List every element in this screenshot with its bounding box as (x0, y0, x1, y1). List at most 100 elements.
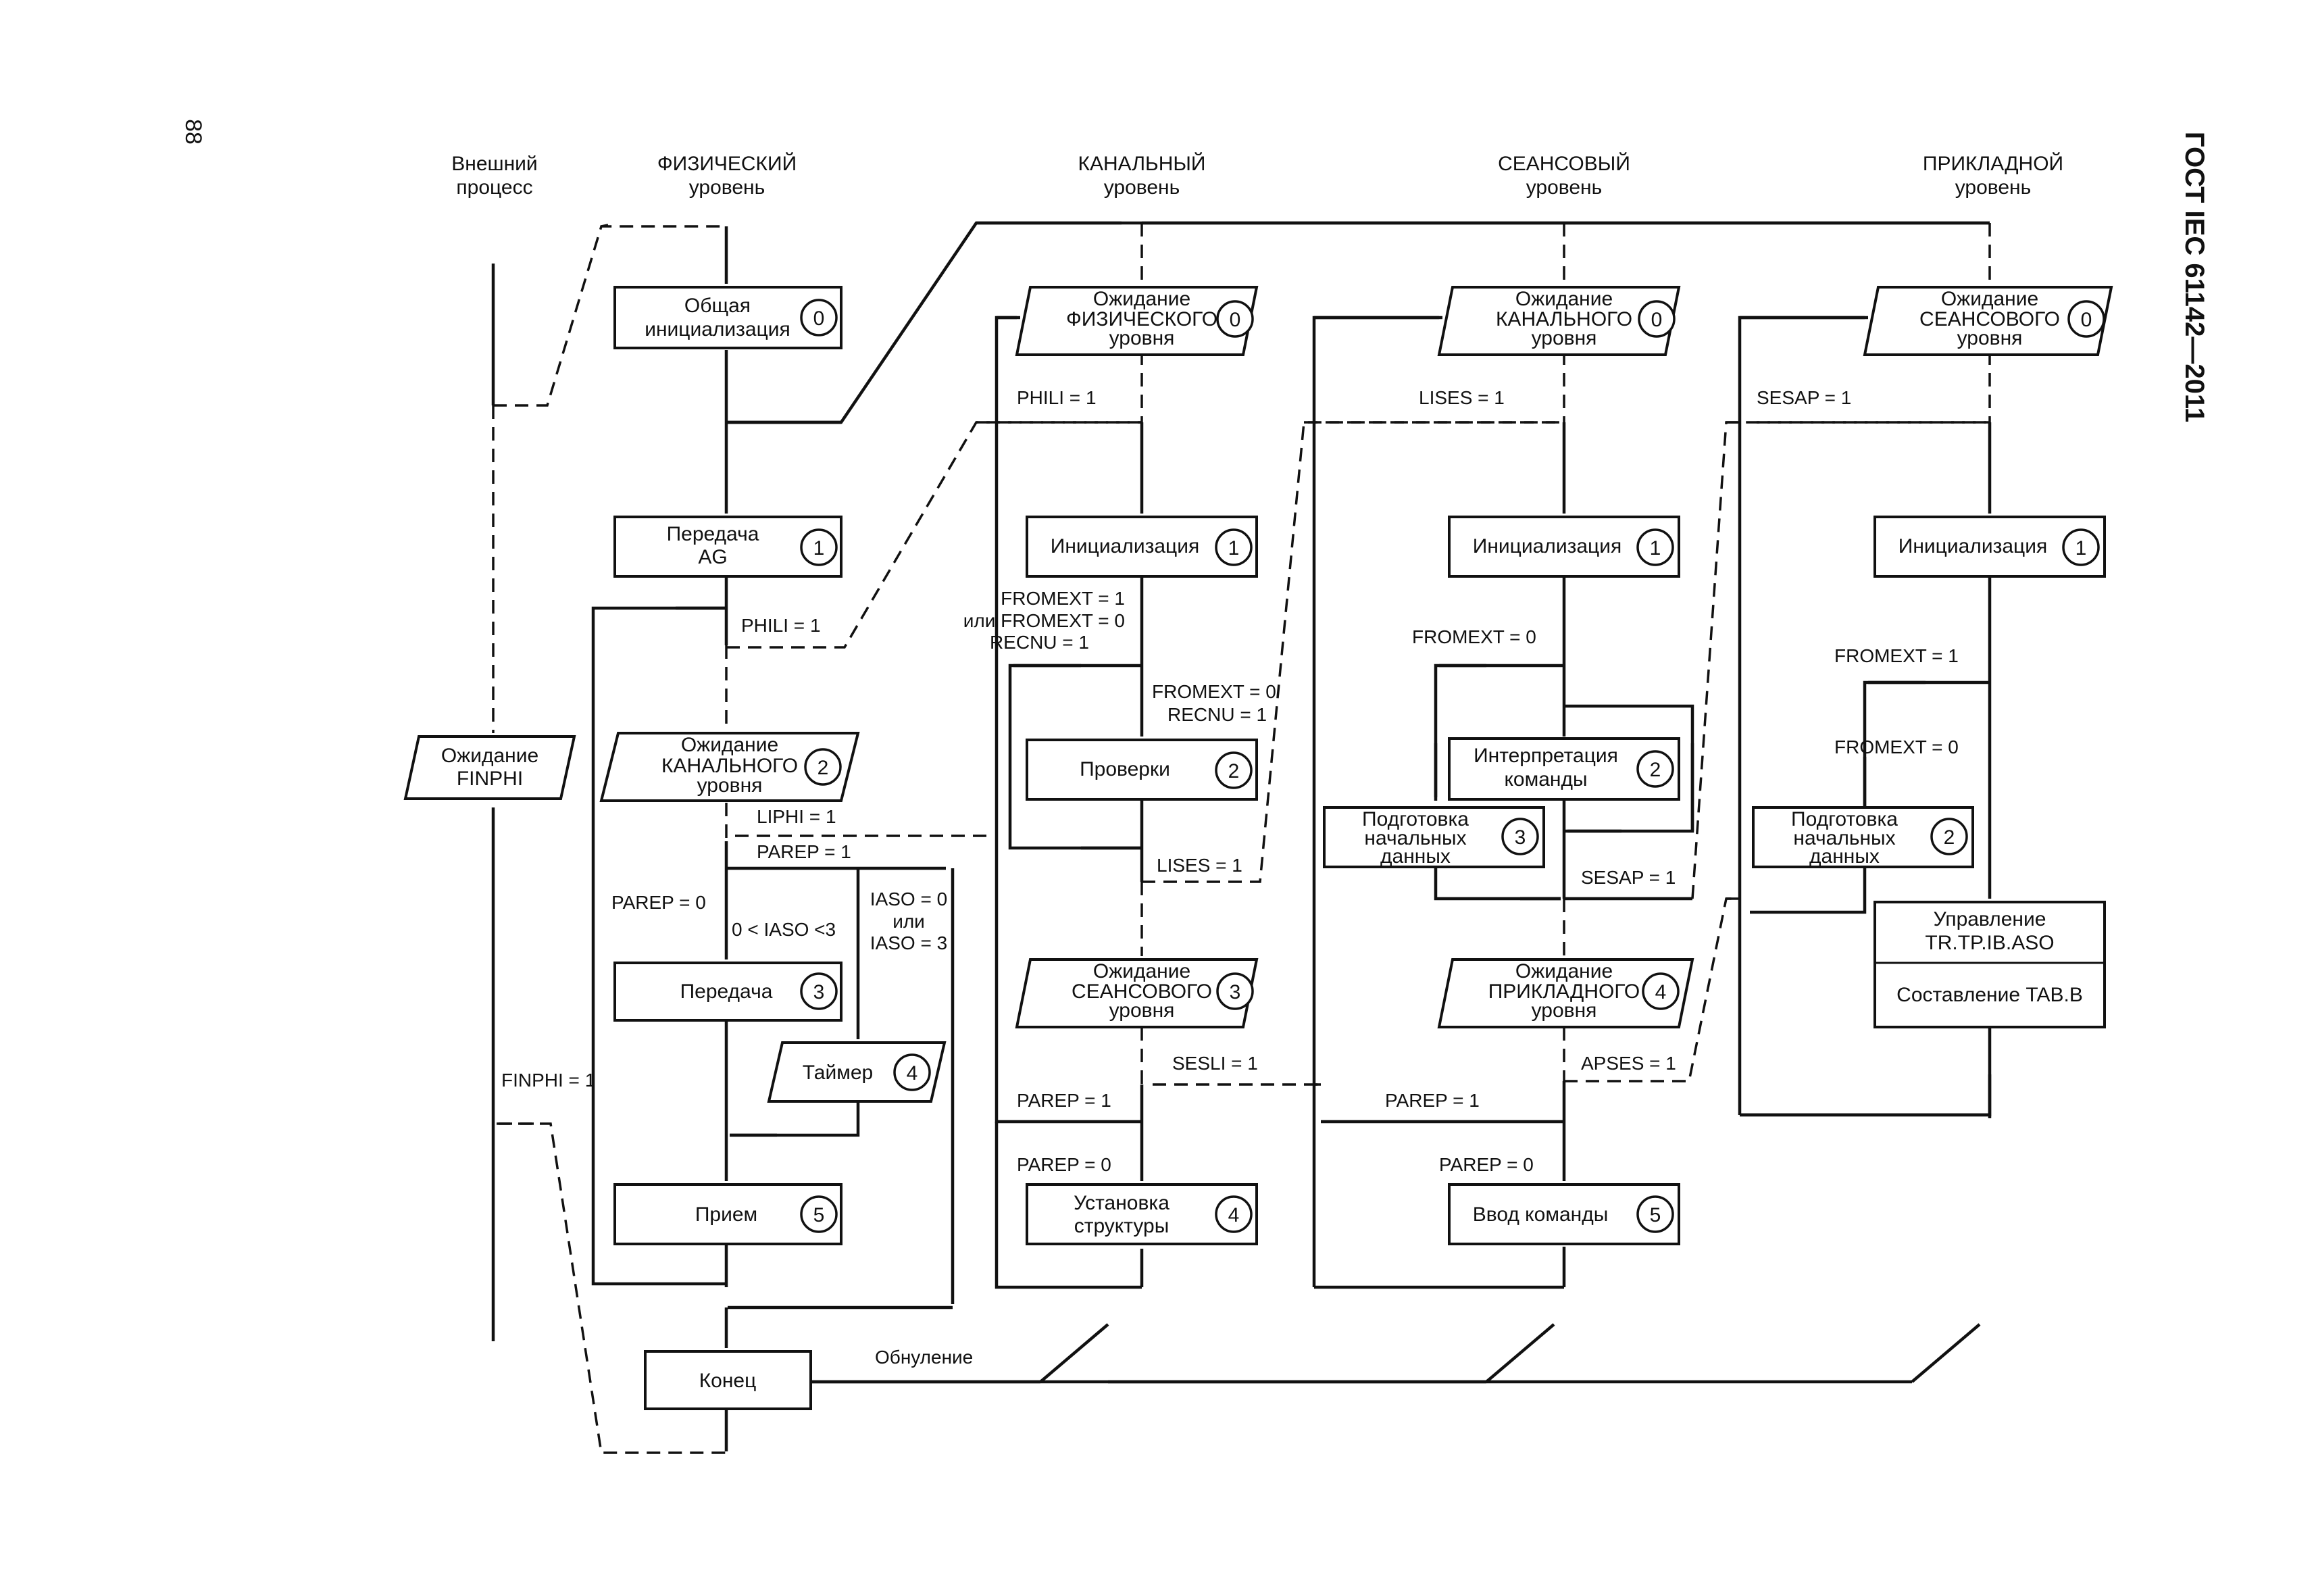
physical-init-box: Общая инициализация 0 (613, 286, 842, 349)
svg-text:уровня: уровня (1109, 327, 1175, 349)
header-application: ПРИКЛАДНОЙ уровень (1923, 152, 2063, 199)
session-wait-app-box: Ожидание ПРИКЛАДНОГО уровня 4 (1437, 958, 1694, 1028)
link-wait-session-box: Ожидание СЕАНСОВОГО уровня 3 (1015, 958, 1259, 1028)
link-parep1-label: PAREP = 1 (1017, 1090, 1111, 1111)
svg-text:Ожидание: Ожидание (1941, 288, 2038, 310)
app-prep-box: Подготовка начальных данных 2 (1752, 806, 1974, 868)
app-control-box: Управление TR.TP.IB.ASO Составление TAB.… (1873, 901, 2106, 1028)
svg-text:Передача: Передача (680, 980, 773, 1003)
svg-text:СЕАНСОВОГО: СЕАНСОВОГО (1072, 980, 1212, 1003)
svg-text:ПРИКЛАДНОЙ: ПРИКЛАДНОЙ (1923, 152, 2063, 175)
svg-text:1: 1 (813, 537, 825, 559)
page-number: 88 (180, 119, 206, 145)
session-input-box: Ввод команды 5 (1448, 1183, 1680, 1245)
session-parep1-label: PAREP = 1 (1385, 1090, 1480, 1111)
svg-text:RECNU = 1: RECNU = 1 (1167, 704, 1267, 725)
svg-text:уровень: уровень (689, 176, 765, 199)
app-fromext0-label: FROMEXT = 0 (1834, 737, 1959, 757)
svg-text:ФИЗИЧЕСКОГО: ФИЗИЧЕСКОГО (1066, 308, 1217, 330)
svg-text:Таймер: Таймер (803, 1062, 873, 1084)
application-flow-lines (1726, 223, 1992, 1118)
svg-text:Ожидание: Ожидание (441, 745, 538, 767)
physical-wait-link-box: Ожидание КАНАЛЬНОГО уровня 2 (599, 732, 860, 802)
svg-text:уровня: уровня (1532, 327, 1597, 349)
svg-text:Проверки: Проверки (1080, 758, 1170, 780)
physical-receive-box: Прием 5 (613, 1183, 842, 1245)
session-lises-label: LISES = 1 (1419, 387, 1505, 408)
physical-phili-label: PHILI = 1 (741, 615, 821, 636)
svg-text:СЕАНСОВЫЙ: СЕАНСОВЫЙ (1498, 152, 1630, 175)
svg-text:КАНАЛЬНЫЙ: КАНАЛЬНЫЙ (1078, 152, 1206, 175)
svg-text:2: 2 (1650, 759, 1661, 781)
header-external: Внешний процесс (451, 153, 537, 199)
svg-text:начальных: начальных (1793, 827, 1895, 849)
svg-text:Инициализация: Инициализация (1898, 535, 2047, 557)
svg-text:Установка: Установка (1074, 1192, 1169, 1214)
svg-text:RECNU = 1: RECNU = 1 (990, 632, 1089, 653)
svg-text:0: 0 (1230, 309, 1241, 331)
svg-text:процесс: процесс (456, 176, 532, 199)
svg-text:4: 4 (1655, 981, 1667, 1003)
svg-text:5: 5 (813, 1204, 825, 1226)
svg-text:3: 3 (1230, 981, 1241, 1003)
link-check-box: Проверки 2 (1026, 739, 1258, 801)
svg-text:структуры: структуры (1074, 1215, 1169, 1237)
svg-text:IASO = 3: IASO = 3 (870, 932, 947, 953)
link-fromext-cond-label: FROMEXT = 1 или FROMEXT = 0 RECNU = 1 (963, 588, 1125, 653)
session-parep0-label: PAREP = 0 (1439, 1154, 1534, 1175)
svg-text:ПРИКЛАДНОГО: ПРИКЛАДНОГО (1488, 980, 1640, 1003)
svg-text:Ожидание: Ожидание (1515, 960, 1613, 982)
svg-text:Интерпретация: Интерпретация (1474, 745, 1618, 767)
svg-text:Составление TAB.B: Составление TAB.B (1896, 984, 2083, 1006)
link-wait-phys-box: Ожидание ФИЗИЧЕСКОГО уровня 0 (1015, 286, 1259, 356)
svg-text:или: или (892, 911, 925, 932)
session-fromext0-label: FROMEXT = 0 (1412, 626, 1536, 647)
link-sesli-label: SESLI = 1 (1172, 1053, 1258, 1074)
physical-parep0-label: PAREP = 0 (611, 892, 706, 913)
link-init-box: Инициализация 1 (1026, 516, 1258, 578)
session-flow-lines (1312, 223, 1990, 1289)
svg-text:Ожидание: Ожидание (1093, 288, 1190, 310)
svg-text:5: 5 (1650, 1204, 1661, 1226)
session-apses-label: APSES = 1 (1581, 1053, 1676, 1074)
svg-text:Инициализация: Инициализация (1051, 535, 1199, 557)
link-fromext0-label: FROMEXT = 0 RECNU = 1 (1152, 681, 1276, 725)
svg-text:0: 0 (2081, 309, 2092, 331)
svg-text:Конец: Конец (699, 1370, 757, 1392)
svg-text:СЕАНСОВОГО: СЕАНСОВОГО (1919, 308, 2060, 330)
standard-title: ГОСТ IEC 61142—2011 (2180, 132, 2209, 422)
svg-text:0: 0 (813, 307, 825, 330)
svg-text:IASO = 0: IASO = 0 (870, 889, 947, 909)
app-wait-session-box: Ожидание СЕАНСОВОГО уровня 0 (1863, 286, 2113, 356)
link-lises-label: LISES = 1 (1157, 855, 1242, 876)
physical-iaso-range-label: 0 < IASO <3 (732, 919, 836, 940)
svg-text:Ввод команды: Ввод команды (1473, 1203, 1609, 1226)
svg-text:AG: AG (698, 546, 727, 568)
session-sesap-label: SESAP = 1 (1581, 867, 1676, 888)
app-sesap-label: SESAP = 1 (1757, 387, 1851, 408)
reset-label: Обнуление (875, 1347, 973, 1368)
svg-text:уровня: уровня (1109, 999, 1175, 1022)
session-wait-link-box: Ожидание КАНАЛЬНОГО уровня 0 (1437, 286, 1681, 356)
svg-text:уровня: уровня (697, 774, 763, 797)
header-physical: ФИЗИЧЕСКИЙ уровень (657, 152, 797, 199)
svg-text:данных: данных (1809, 845, 1880, 868)
session-prep-box: Подготовка начальных данных 3 (1323, 806, 1545, 868)
svg-text:уровень: уровень (1955, 176, 2032, 199)
svg-text:уровня: уровня (1532, 999, 1597, 1022)
svg-text:Ожидание: Ожидание (1515, 288, 1613, 310)
app-init-box: Инициализация 1 (1873, 516, 2106, 578)
svg-text:4: 4 (1228, 1204, 1240, 1226)
svg-text:Ожидание: Ожидание (681, 734, 778, 756)
svg-text:Управление: Управление (1934, 908, 2046, 930)
svg-text:команды: команды (1504, 768, 1587, 791)
wait-finphi-box: Ожидание FINPHI (403, 735, 576, 800)
svg-text:уровень: уровень (1526, 176, 1603, 199)
svg-text:FINPHI: FINPHI (457, 768, 523, 790)
svg-text:Инициализация: Инициализация (1473, 535, 1621, 557)
svg-text:3: 3 (1515, 826, 1526, 849)
svg-text:1: 1 (1650, 537, 1661, 559)
svg-text:Общая: Общая (684, 295, 751, 317)
link-flow-lines (995, 223, 1564, 1289)
